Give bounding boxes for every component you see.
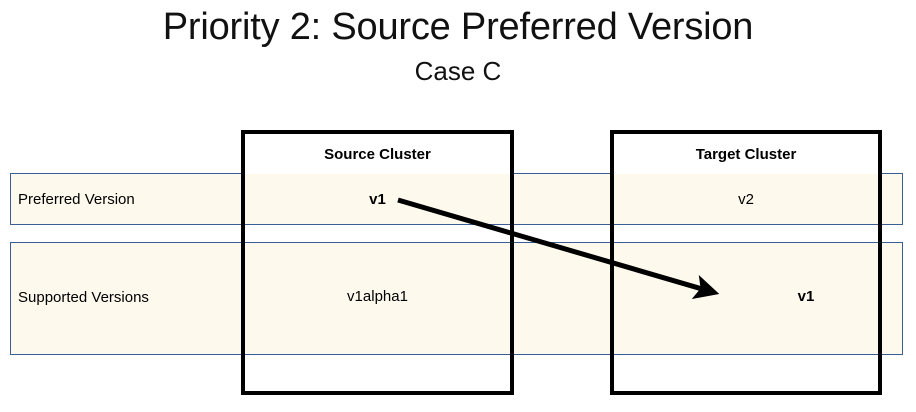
page-title: Priority 2: Source Preferred Version [162,6,754,48]
cell-target-preferred-version: v2 [738,191,754,208]
cluster-box-target: Target Cluster [610,130,882,395]
cell-target-supported-versions: v1 [797,288,815,305]
page-subtitle: Case C [414,56,502,86]
row-label-preferred-version: Preferred Version [18,191,135,208]
cluster-header-target: Target Cluster [614,134,878,174]
cell-source-supported-versions: v1alpha1 [347,288,408,305]
cluster-box-source: Source Cluster [241,130,514,395]
cluster-header-source: Source Cluster [245,134,510,174]
row-label-supported-versions: Supported Versions [18,289,149,306]
cell-source-preferred-version: v1 [369,191,386,208]
